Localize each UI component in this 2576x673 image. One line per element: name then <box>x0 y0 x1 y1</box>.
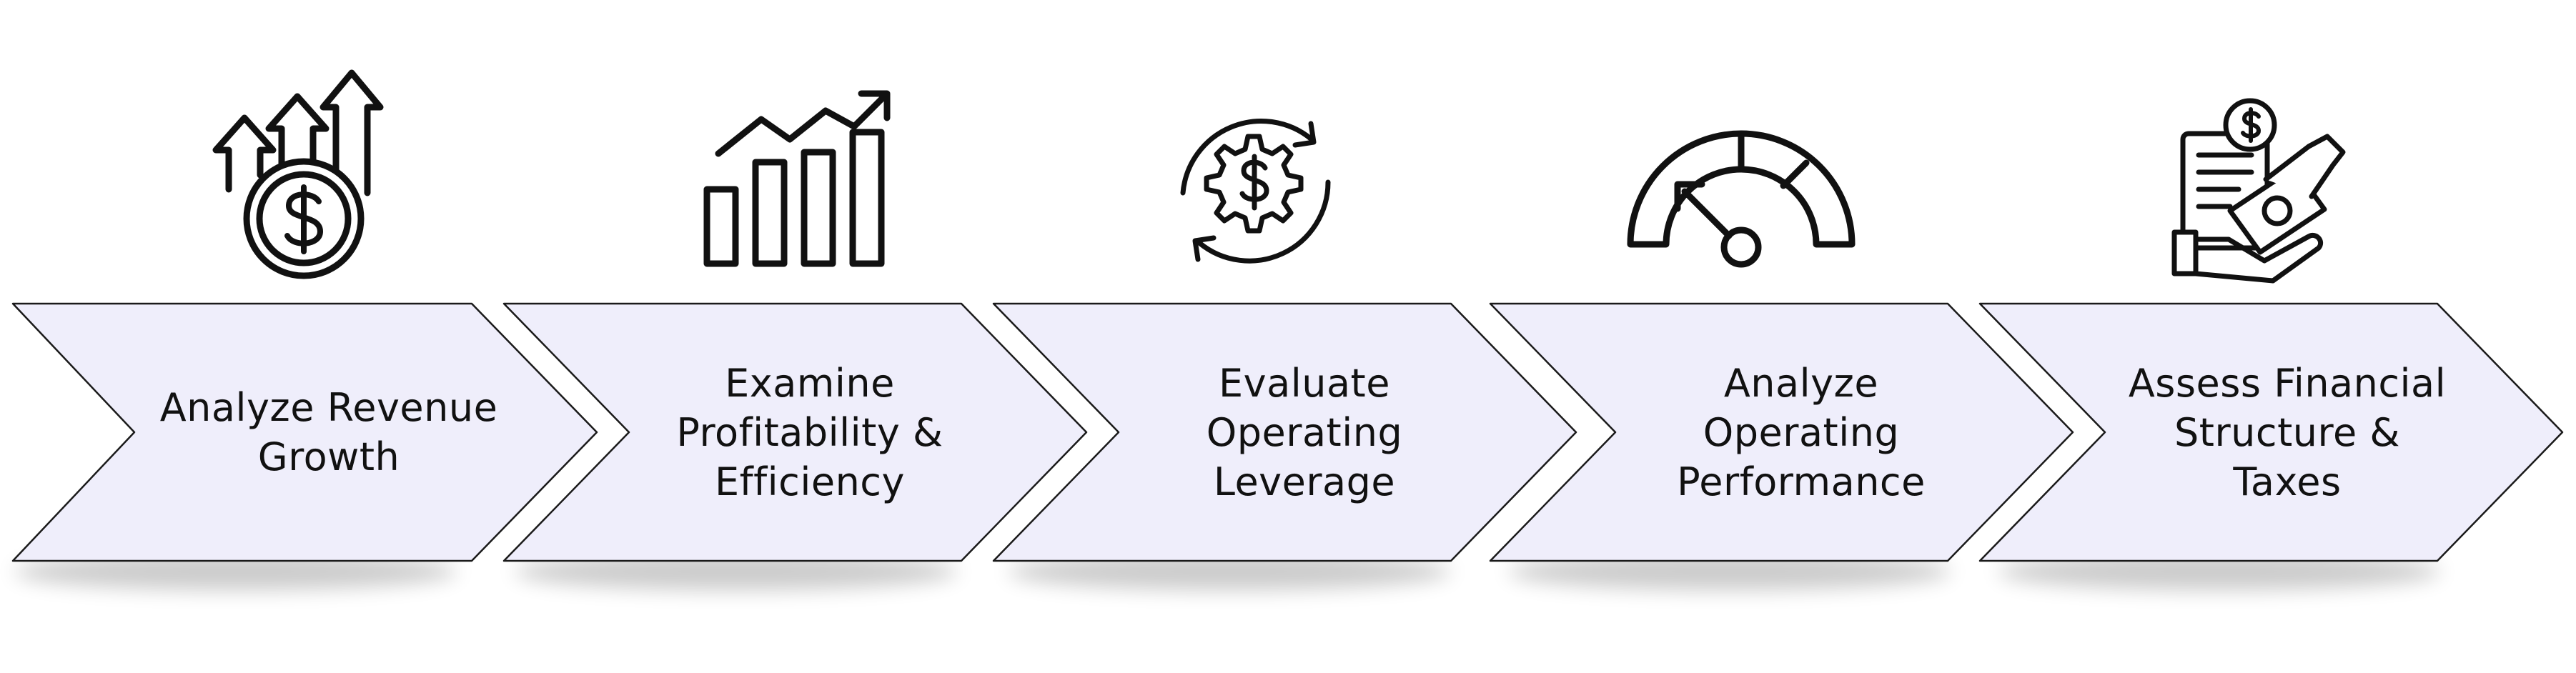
revenue-growth-icon <box>193 43 436 286</box>
step-2-label: Examine Profitability & Efficiency <box>676 360 943 504</box>
chevron-step-5 <box>1978 302 2564 562</box>
bar-chart-trend-icon <box>697 68 940 311</box>
chevron-step-4 <box>1489 302 2074 562</box>
chevron-shadows <box>14 553 2441 590</box>
step-1-label: Analyze Revenue Growth <box>159 385 498 479</box>
step-5-label: Assess Financial Structure & Taxes <box>2128 360 2447 504</box>
speedometer-gauge-icon <box>1619 107 1862 350</box>
chevron-step-2 <box>502 302 1088 562</box>
hand-money-document-icon <box>2159 89 2402 332</box>
chevron-step-1 <box>11 302 598 562</box>
dollar-gear-cycle-icon <box>1151 89 1394 332</box>
chevron-step-3 <box>992 302 1577 562</box>
step-4-label: Analyze Operating Performance <box>1677 360 1926 504</box>
step-3-label: Evaluate Operating Leverage <box>1206 360 1403 504</box>
